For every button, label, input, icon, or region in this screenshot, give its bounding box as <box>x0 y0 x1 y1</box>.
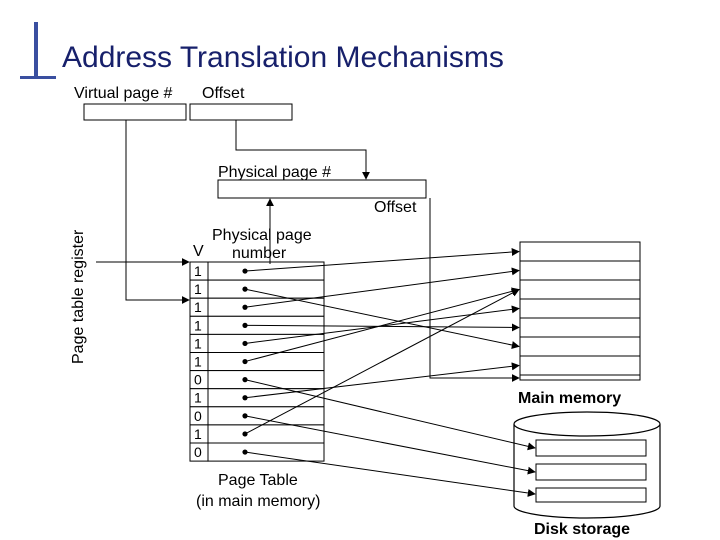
page-entry-pointer <box>244 267 520 308</box>
table-row: 1 <box>189 297 325 317</box>
valid-bit: 1 <box>194 281 202 297</box>
virtual-page-label: Virtual page # <box>74 85 173 102</box>
physical-address-field <box>217 179 427 199</box>
page-entry-pointer <box>244 379 536 451</box>
main-memory <box>519 241 641 381</box>
ppn-cell <box>207 261 325 281</box>
ppn-cell <box>207 333 325 353</box>
disk-storage <box>513 411 661 519</box>
accent-bar-horizontal <box>20 76 56 79</box>
memory-frame <box>519 355 641 376</box>
page-entry-pointer <box>244 451 536 497</box>
table-row: 1 <box>189 279 325 299</box>
main-memory-label: Main memory <box>518 390 621 407</box>
memory-frame <box>519 241 641 262</box>
ppn-cell <box>207 370 325 390</box>
table-row: 1 <box>189 352 325 372</box>
virtual-offset-field <box>189 103 293 121</box>
virtual-page-index-arrow <box>125 120 190 304</box>
disk-block <box>535 487 647 503</box>
table-row: 1 <box>189 424 325 444</box>
valid-bit: 0 <box>194 444 202 460</box>
ppn-cell <box>207 442 325 462</box>
memory-frame <box>519 298 641 319</box>
memory-frame <box>519 336 641 357</box>
table-row: 0 <box>189 406 325 426</box>
valid-bit: 1 <box>194 426 202 442</box>
memory-frame <box>519 317 641 338</box>
table-row: 1 <box>189 388 325 408</box>
memory-frame <box>519 260 641 281</box>
ppn-cell <box>207 406 325 426</box>
physical-page-label: Physical page # <box>218 164 331 181</box>
connectors <box>96 120 536 497</box>
ppn-cell <box>207 388 325 408</box>
page-table: 1 1 1 1 1 1 0 1 0 1 0 <box>189 261 325 462</box>
page-entry-pointer <box>244 287 520 363</box>
memory-frame <box>519 279 641 300</box>
page-entry-pointer <box>244 248 520 272</box>
valid-bit: 1 <box>194 335 202 351</box>
ppn-header-line-1: Physical page <box>212 227 312 244</box>
page-table-caption-line-1: Page Table <box>218 472 298 489</box>
page-entry-pointer <box>244 415 536 475</box>
page-table-caption-line-2: (in main memory) <box>196 493 320 510</box>
physical-to-memory-arrow <box>429 198 520 382</box>
accent-bar-vertical <box>34 22 38 78</box>
ppn-cell <box>207 297 325 317</box>
table-row: 1 <box>189 261 325 281</box>
offset-copy-arrow <box>235 120 370 180</box>
disk-block <box>535 463 647 481</box>
valid-bit: 1 <box>194 317 202 333</box>
virtual-offset-label: Offset <box>202 85 245 102</box>
page-entry-pointer <box>244 289 520 435</box>
disk-top <box>513 411 661 437</box>
ppn-cell <box>207 352 325 372</box>
page-entry-pointer <box>244 362 520 399</box>
valid-column-header: V <box>193 243 204 260</box>
page-entry-pointer <box>244 288 520 349</box>
valid-bit: 1 <box>194 390 202 406</box>
valid-bit: 1 <box>194 299 202 315</box>
valid-bit: 1 <box>194 354 202 370</box>
physical-offset-label: Offset <box>374 199 417 216</box>
table-row: 0 <box>189 442 325 462</box>
valid-bit: 0 <box>194 408 202 424</box>
table-row: 0 <box>189 370 325 390</box>
disk-storage-label: Disk storage <box>534 521 630 538</box>
valid-bit: 1 <box>194 263 202 279</box>
page-table-register-label: Page table register <box>70 229 87 364</box>
ppn-cell <box>207 279 325 299</box>
disk-block <box>535 439 647 457</box>
virtual-page-field <box>83 103 187 121</box>
table-row: 1 <box>189 333 325 353</box>
valid-bit: 0 <box>194 372 202 388</box>
slide-title: Address Translation Mechanisms <box>62 41 504 74</box>
ppn-header-line-2: number <box>232 245 287 262</box>
